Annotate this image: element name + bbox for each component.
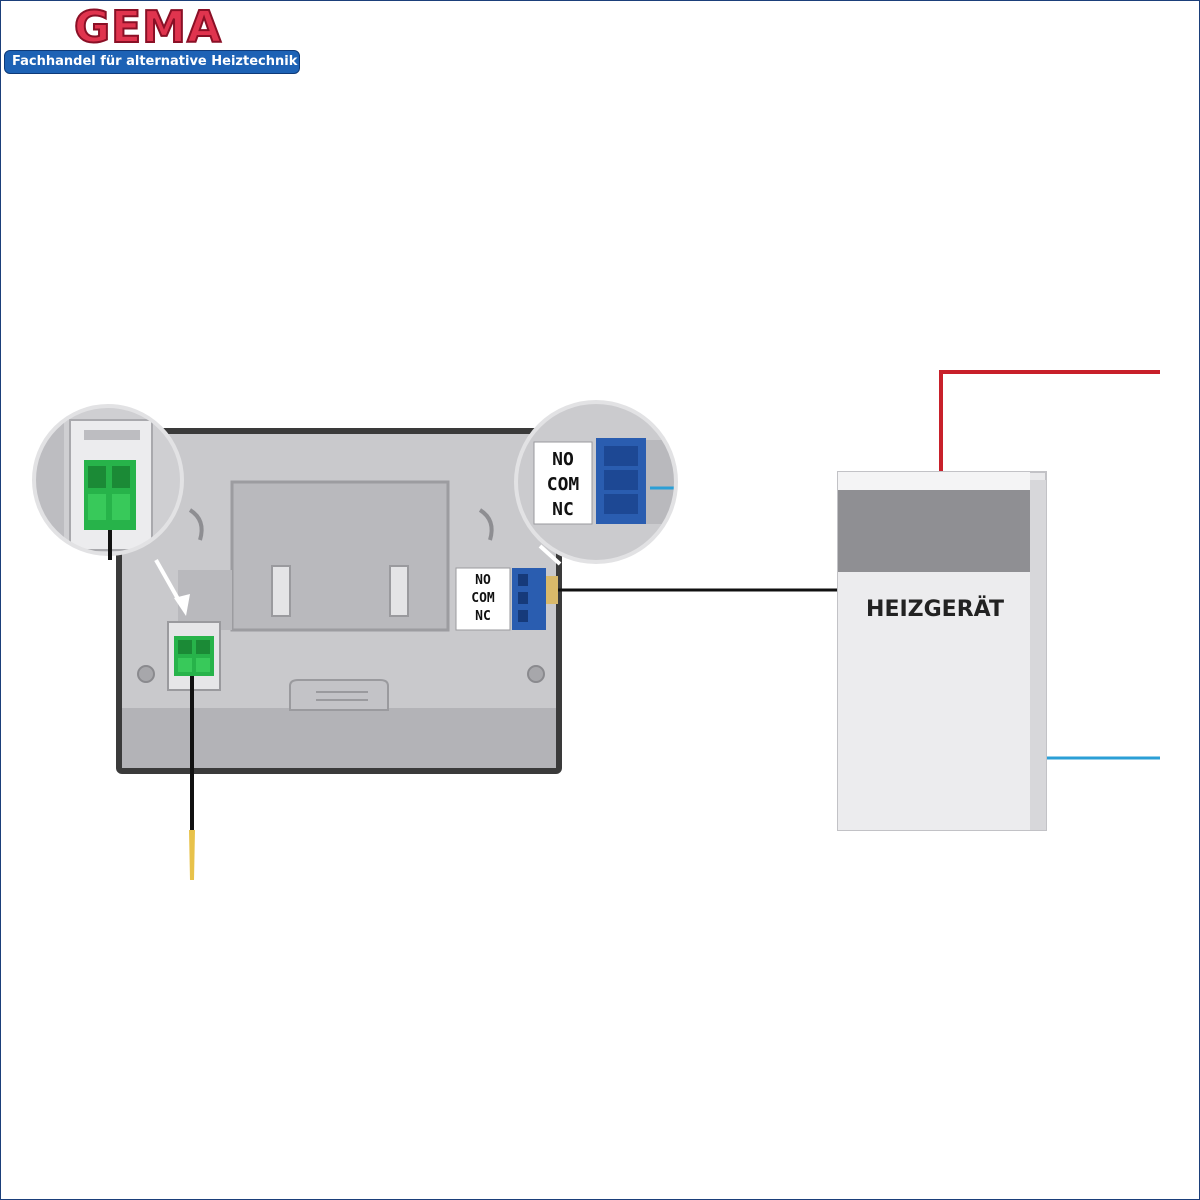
relay-label-nc: NC <box>475 609 491 624</box>
sensor-terminal-block <box>167 621 221 691</box>
logo-brand: GEMA <box>73 2 223 53</box>
relay-label-no: NO <box>475 573 491 588</box>
sensor-terminal-zoom <box>32 404 184 556</box>
thermostat-backplate <box>116 428 562 774</box>
logo-banner <box>4 50 300 74</box>
red-supply-wire <box>939 370 1160 472</box>
relay-terminal-block: NO COM NC <box>455 567 558 631</box>
relay-label-com: COM <box>471 591 495 606</box>
zoom-label-no: NO <box>552 449 574 470</box>
gema-logo: GEMA Fachhandel für alternative Heiztech… <box>4 2 302 74</box>
screw-right <box>527 665 545 683</box>
heater-unit: HEIZGERÄT <box>837 471 1047 831</box>
screw-left <box>137 665 155 683</box>
zoom-label-com: COM <box>547 474 580 495</box>
logo-tagline: Fachhandel für alternative Heiztechnik <box>12 54 298 69</box>
relay-terminal-zoom: NO COM NC <box>514 400 678 564</box>
callout-arrows <box>154 544 562 616</box>
zoom-label-nc: NC <box>552 499 574 520</box>
heater-label: HEIZGERÄT <box>866 596 1004 622</box>
sensor-probe-tip <box>189 830 195 880</box>
